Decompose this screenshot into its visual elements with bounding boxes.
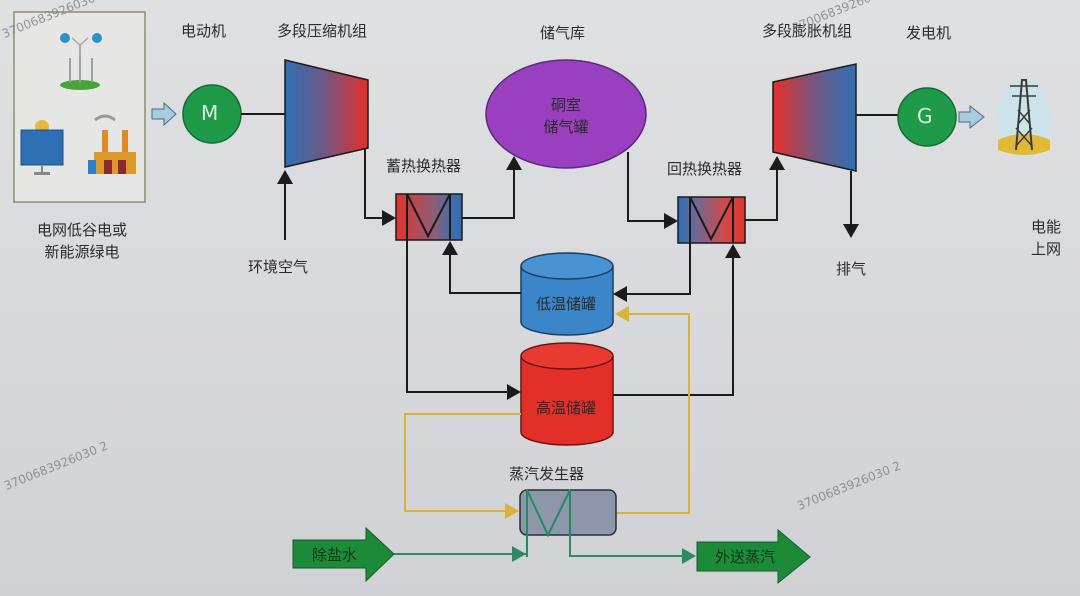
- generator: [897, 87, 957, 147]
- high-temperature-tank: [520, 342, 614, 446]
- demin-water-label: 除盐水: [312, 546, 358, 564]
- recuperator-exchanger-label: 回热换热器: [667, 160, 743, 178]
- generator-title: 发电机: [906, 24, 952, 42]
- factory-icon: [88, 114, 136, 174]
- wind-turbine-icon: [60, 33, 102, 90]
- cavern-label: 硐室 储气罐: [543, 96, 589, 136]
- solar-panel-icon: [20, 120, 64, 175]
- low-temperature-tank-label: 低温储罐: [536, 295, 597, 313]
- demin-water-arrow: [292, 526, 395, 583]
- expander: [772, 63, 857, 172]
- steam-out-label: 外送蒸汽: [715, 548, 776, 566]
- heat-storage-exchanger-label: 蓄热换热器: [386, 157, 462, 175]
- low-temperature-tank: [520, 252, 614, 336]
- steam-out-arrow: [696, 528, 811, 585]
- exhaust-label: 排气: [836, 260, 867, 278]
- expander-title: 多段膨胀机组: [762, 22, 853, 40]
- storage-title: 储气库: [540, 24, 586, 42]
- compressor-title: 多段压缩机组: [277, 22, 368, 40]
- input-power-arrow: [151, 101, 177, 127]
- steam-generator: [519, 489, 617, 557]
- cavern-storage-tank: [485, 59, 647, 169]
- generator-symbol: G: [917, 104, 933, 128]
- ambient-air-label: 环境空气: [248, 258, 309, 276]
- recuperator-exchanger: [677, 196, 746, 244]
- compressor: [284, 59, 369, 168]
- motor-title: 电动机: [181, 22, 227, 40]
- steam-generator-label: 蒸汽发生器: [509, 465, 585, 483]
- transmission-tower-icon: [997, 78, 1051, 158]
- high-temperature-tank-label: 高温储罐: [536, 399, 597, 417]
- heat-storage-exchanger: [395, 193, 463, 241]
- output-power-arrow: [958, 104, 985, 130]
- grid-label: 电能 上网: [1030, 218, 1061, 258]
- power-source-label: 电网低谷电或 新能源绿电: [36, 221, 127, 261]
- motor-symbol: M: [201, 101, 219, 125]
- power-source-box: [13, 11, 146, 203]
